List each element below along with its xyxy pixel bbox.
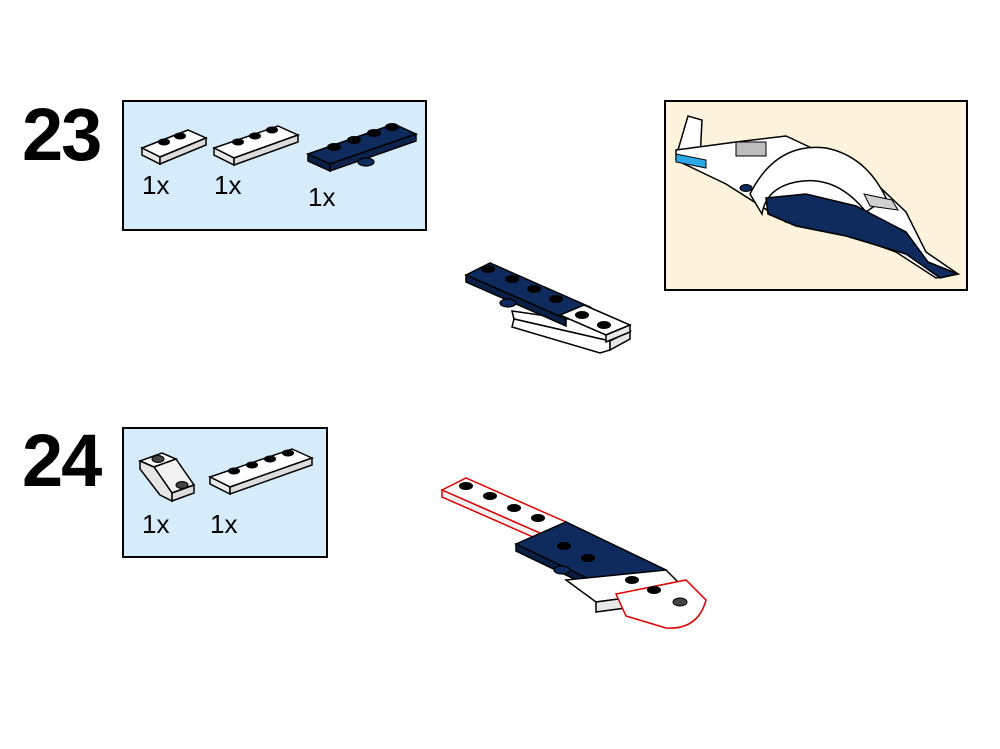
slope-inverted-white-icon [137, 452, 196, 503]
assembly-step-23 [464, 262, 633, 354]
plate-1x4-white-icon [208, 448, 315, 496]
step-number-24: 24 [22, 419, 102, 502]
qty-label: 1x [214, 170, 242, 200]
qty-label: 1x [210, 509, 238, 539]
plate-1x4-dark-blue-icon [305, 123, 419, 173]
model-preview-image [675, 115, 961, 279]
parts-list-step-23: 1x 1x 1x [122, 100, 427, 231]
step-number-23: 23 [22, 93, 102, 176]
model-preview [664, 100, 968, 291]
qty-label: 1x [142, 509, 170, 539]
assembly-step-24 [440, 477, 707, 629]
parts-list-step-24: 1x 1x [122, 427, 328, 558]
qty-label: 1x [142, 170, 170, 200]
qty-label: 1x [308, 182, 336, 212]
plate-1x2-white-icon [140, 129, 208, 166]
plate-1x3-white-icon [212, 125, 301, 167]
